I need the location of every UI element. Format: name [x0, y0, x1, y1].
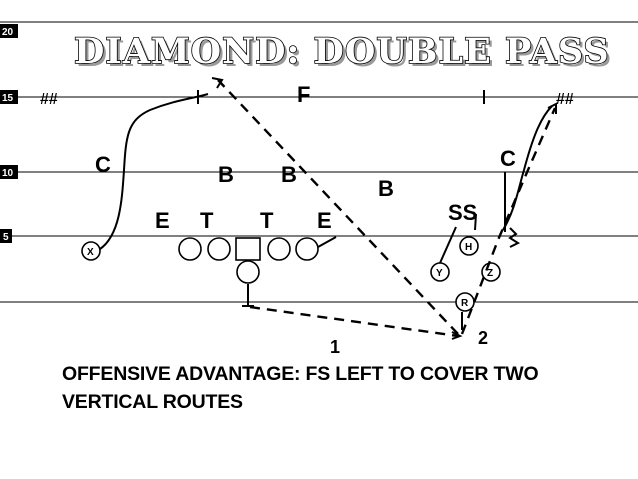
receiver-h — [459, 236, 479, 256]
yard-marker-20: 20 — [0, 24, 18, 38]
receiver-h-label: H — [465, 242, 472, 253]
offensive-lineman — [267, 237, 291, 261]
hash-mark-right: ## — [556, 91, 574, 108]
hash-mark-left: ## — [40, 91, 58, 108]
offensive-lineman — [207, 237, 231, 261]
title-shadow: DIAMOND: DOUBLE PASS — [77, 34, 613, 75]
backer-2-label: B — [281, 162, 297, 187]
pass-number-1: 1 — [330, 337, 340, 357]
svg-text:15: 15 — [2, 93, 14, 104]
svg-text:10: 10 — [2, 168, 14, 179]
strong-safety-drop — [474, 213, 477, 231]
end-left-label: E — [155, 208, 170, 233]
end-right-rush — [317, 236, 337, 248]
receiver-z-label: Z — [487, 268, 493, 279]
backer-1-label: B — [218, 162, 234, 187]
tackle-right-label: T — [260, 208, 274, 233]
receiver-x-label: X — [87, 247, 94, 258]
caption-text: OFFENSIVE ADVANTAGE: FS LEFT TO COVER TW… — [62, 363, 539, 413]
strong-safety-label: SS — [448, 200, 477, 225]
z-wiggle — [508, 227, 521, 248]
center-square — [235, 237, 261, 261]
yard-marker-10: 10 — [0, 165, 18, 179]
yard-marker-5: 5 — [0, 229, 12, 243]
page-title: DIAMOND: DOUBLE PASS — [74, 31, 610, 72]
running-back-r-label: R — [461, 298, 469, 309]
pass-2-arrowhead — [211, 77, 224, 89]
svg-text:20: 20 — [2, 27, 14, 38]
offensive-lineman — [178, 237, 202, 261]
tackle-left-label: T — [200, 208, 214, 233]
receiver-x — [81, 241, 101, 261]
corner-left-label: C — [95, 152, 111, 177]
pass-1-arrowhead — [451, 331, 463, 340]
end-right-label: E — [317, 208, 332, 233]
free-safety-label: F — [297, 82, 310, 107]
corner-left-route — [99, 93, 209, 250]
pass-1 — [249, 305, 459, 338]
receiver-y-label: Y — [436, 268, 443, 279]
pass-deep-right — [460, 107, 557, 335]
backer-3-label: B — [378, 176, 394, 201]
svg-text:5: 5 — [3, 232, 9, 243]
yard-marker-15: 15 — [0, 90, 18, 104]
y-route — [439, 226, 457, 264]
pass-right-arrowhead — [547, 102, 557, 114]
pass-number-2: 2 — [478, 328, 488, 348]
pass-2-deep — [217, 79, 459, 335]
quarterback — [236, 260, 260, 284]
receiver-route-right — [502, 105, 553, 231]
corner-right-label: C — [500, 146, 516, 171]
offensive-lineman — [295, 237, 319, 261]
